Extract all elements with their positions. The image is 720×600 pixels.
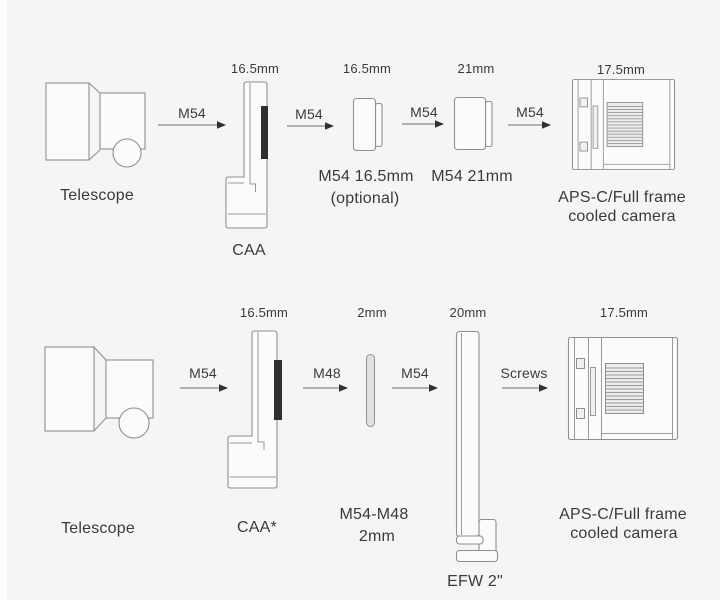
thin-adapter-ring-icon — [365, 353, 376, 428]
caa-dovetail-strip — [261, 106, 268, 159]
arrow-label: M54 — [295, 106, 323, 122]
dimension-label: 16.5mm — [239, 305, 289, 320]
efw-label: EFW 2" — [447, 573, 503, 590]
flow-arrow-icon — [180, 384, 228, 392]
cooled-camera-icon — [571, 78, 676, 171]
flow-arrow-icon — [303, 384, 348, 392]
spacer-ring-icon — [453, 96, 493, 151]
dimension-label: 17.5mm — [596, 62, 646, 77]
arrow-label: M54 — [516, 104, 544, 120]
telescope-label: Telescope — [61, 520, 135, 537]
telescope-label: Telescope — [60, 187, 134, 204]
flow-arrow-icon — [158, 121, 226, 129]
telescope-icon — [44, 346, 154, 439]
efw-filter-wheel-icon — [455, 330, 499, 563]
flow-arrow-icon — [502, 384, 548, 392]
arrow-label: M54 — [410, 104, 438, 120]
arrow-label: M54 — [401, 365, 429, 381]
spacer-label: M54 16.5mm — [318, 168, 414, 185]
caa-icon — [225, 81, 268, 229]
dimension-label: 17.5mm — [599, 305, 649, 320]
telescope-icon — [45, 82, 146, 168]
flow-arrow-icon — [392, 384, 438, 392]
arrow-label: M48 — [313, 365, 341, 381]
caa-label: CAA — [232, 242, 266, 259]
spacer-label: M54 21mm — [431, 168, 513, 185]
dimension-label: 21mm — [457, 61, 495, 76]
caa-dovetail-strip — [274, 360, 282, 420]
caa-label: CAA* — [237, 519, 277, 536]
flow-arrow-icon — [402, 120, 444, 128]
arrow-label: M54 — [189, 365, 217, 381]
page-edge — [0, 0, 7, 600]
arrow-label: M54 — [178, 105, 206, 121]
dimension-label: 16.5mm — [230, 61, 280, 76]
ring-label-line1: M54-M48 — [339, 506, 409, 523]
camera-label-line1: APS-C/Full frame — [559, 506, 687, 523]
cooled-camera-icon — [567, 336, 679, 441]
spacer-ring-icon — [352, 97, 383, 152]
arrow-label: Screws — [500, 365, 548, 381]
flow-arrow-icon — [287, 122, 334, 130]
camera-label-line2: cooled camera — [570, 525, 678, 542]
dimension-label: 20mm — [449, 305, 487, 320]
dimension-label: 16.5mm — [342, 61, 392, 76]
camera-label-line1: APS-C/Full frame — [558, 189, 686, 206]
spacer-sublabel: (optional) — [330, 190, 400, 207]
flow-arrow-icon — [508, 121, 551, 129]
ring-label-line2: 2mm — [358, 528, 396, 545]
dimension-label: 2mm — [357, 305, 387, 320]
caa-icon — [227, 330, 282, 489]
camera-label-line2: cooled camera — [568, 208, 676, 225]
